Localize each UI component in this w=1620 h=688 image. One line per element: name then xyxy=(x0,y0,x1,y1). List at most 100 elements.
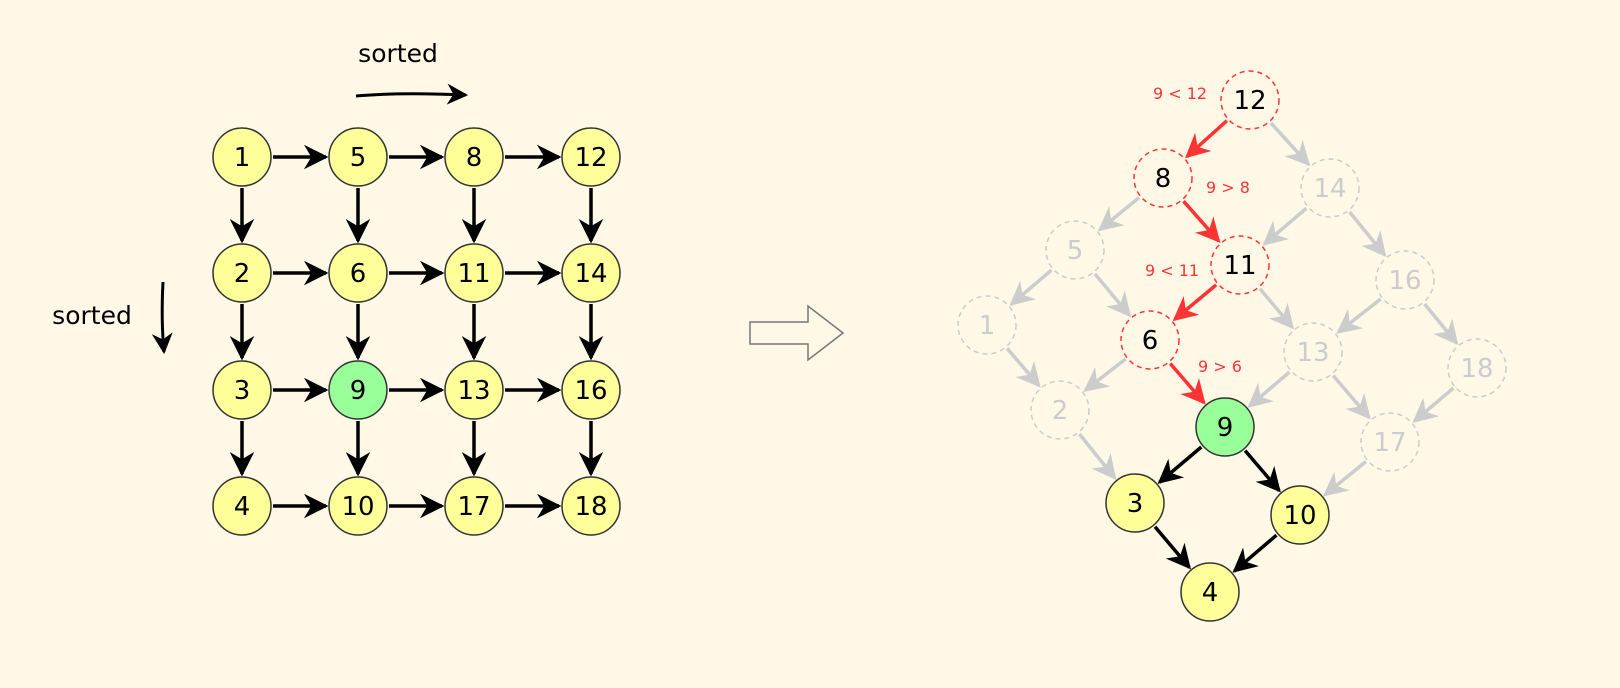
result-edge xyxy=(1232,533,1278,573)
graph-node-faded: 1 xyxy=(957,295,1017,355)
graph-node-label: 18 xyxy=(1460,354,1493,384)
grid-node: 3 xyxy=(212,360,272,420)
graph-node-label: 10 xyxy=(1283,501,1316,531)
faded-edge xyxy=(1258,287,1295,330)
grid-node-label: 10 xyxy=(341,492,374,522)
grid-node-label: 16 xyxy=(574,376,607,406)
grid-node-label: 11 xyxy=(457,259,490,289)
graph-node-path: 8 xyxy=(1133,148,1193,208)
faded-edge xyxy=(1412,386,1455,423)
top-sorted-label: sorted xyxy=(358,39,438,68)
faded-edge xyxy=(1262,206,1308,246)
graph-node-faded: 5 xyxy=(1045,220,1105,280)
grid-node-label: 12 xyxy=(574,143,607,173)
faded-edge xyxy=(1348,210,1387,258)
top-sorted-arrow xyxy=(355,83,469,105)
faded-edge xyxy=(1093,272,1132,318)
side-sorted-label: sorted xyxy=(52,301,132,330)
graph-node-label: 4 xyxy=(1202,578,1219,608)
grid-node: 13 xyxy=(444,360,504,420)
faded-edge xyxy=(1331,374,1371,420)
grid-node-label: 4 xyxy=(234,492,251,522)
grid-node-label: 17 xyxy=(457,492,490,522)
transform-arrow-icon xyxy=(749,304,845,362)
graph-node-result: 4 xyxy=(1180,562,1240,622)
faded-edge xyxy=(1097,196,1141,232)
grid-node-label: 8 xyxy=(466,143,483,173)
grid-node: 14 xyxy=(561,243,621,303)
graph-node-label: 5 xyxy=(1067,236,1084,266)
faded-edge xyxy=(1083,357,1127,392)
grid-node: 5 xyxy=(328,127,388,187)
comparison-label: 9 > 6 xyxy=(1198,357,1242,376)
comparison-label: 9 < 12 xyxy=(1153,84,1207,103)
grid-node-label: 14 xyxy=(574,259,607,289)
graph-node-faded: 18 xyxy=(1447,338,1507,398)
grid-node-label: 9 xyxy=(350,376,367,406)
graph-node-path: 11 xyxy=(1210,235,1270,295)
faded-edge xyxy=(1322,460,1368,497)
graph-node-label: 14 xyxy=(1313,174,1346,204)
graph-node-faded: 13 xyxy=(1283,322,1343,382)
sorted-grid: 1 5 8 12 2 6 11 14 3 9 13 16 4 10 17 18 xyxy=(212,127,621,536)
comparison-label: 9 > 8 xyxy=(1206,178,1250,197)
graph-node-path: 6 xyxy=(1120,310,1180,370)
grid-node-label: 2 xyxy=(234,259,251,289)
graph-node-label: 11 xyxy=(1223,251,1256,281)
graph-node-label: 13 xyxy=(1296,338,1329,368)
grid-node-label: 18 xyxy=(574,492,607,522)
search-path-edge xyxy=(1182,200,1221,243)
grid-node: 6 xyxy=(328,243,388,303)
comparison-label: 9 < 11 xyxy=(1145,261,1199,280)
graph-node-faded: 14 xyxy=(1300,158,1360,218)
graph-node-label: 2 xyxy=(1052,396,1069,426)
grid-node: 1 xyxy=(212,127,272,187)
graph-node-label: 12 xyxy=(1233,86,1266,116)
graph-node-target: 9 xyxy=(1195,397,1255,457)
faded-edge xyxy=(1247,370,1291,408)
faded-edge xyxy=(1078,433,1117,480)
grid-node: 11 xyxy=(444,243,504,303)
grid-node: 17 xyxy=(444,476,504,536)
grid-node: 16 xyxy=(561,360,621,420)
result-edge xyxy=(1153,525,1191,570)
result-edge xyxy=(1157,445,1203,484)
faded-edge xyxy=(1009,268,1053,306)
faded-edge xyxy=(1005,347,1041,388)
grid-node-label: 13 xyxy=(457,376,490,406)
graph-node-label: 1 xyxy=(979,311,996,341)
grid-node-label: 6 xyxy=(350,259,367,289)
graph-node-label: 17 xyxy=(1373,428,1406,458)
graph-node-faded: 2 xyxy=(1030,380,1090,440)
graph-node-label: 3 xyxy=(1127,489,1144,519)
graph-node-label: 8 xyxy=(1155,164,1172,194)
search-path-edge xyxy=(1185,119,1229,159)
search-path-edge xyxy=(1168,362,1206,405)
graph-node-path: 12 xyxy=(1220,70,1280,130)
grid-node: 9 xyxy=(328,360,388,420)
faded-edge xyxy=(1336,297,1382,334)
grid-node: 2 xyxy=(212,243,272,303)
grid-node-label: 1 xyxy=(234,143,251,173)
grid-node-label: 3 xyxy=(234,376,251,406)
grid-node: 12 xyxy=(561,127,621,187)
graph-node-label: 6 xyxy=(1142,326,1159,356)
graph-node-result: 3 xyxy=(1105,473,1165,533)
grid-node: 18 xyxy=(561,476,621,536)
faded-edge xyxy=(1423,302,1459,346)
faded-edge xyxy=(1269,121,1311,167)
grid-node: 10 xyxy=(328,476,388,536)
graph-node-label: 9 xyxy=(1217,413,1234,443)
graph-node-label: 16 xyxy=(1388,266,1421,296)
result-edge xyxy=(1243,449,1281,493)
grid-node: 8 xyxy=(444,127,504,187)
graph-node-result: 10 xyxy=(1270,485,1330,545)
side-sorted-arrow xyxy=(151,281,173,355)
grid-node: 4 xyxy=(212,476,272,536)
search-path-edge xyxy=(1172,283,1218,322)
graph-node-faded: 17 xyxy=(1360,412,1420,472)
comparison-labels: 9 < 12 9 > 8 9 < 11 9 > 6 xyxy=(1145,84,1250,376)
grid-node-label: 5 xyxy=(350,143,367,173)
